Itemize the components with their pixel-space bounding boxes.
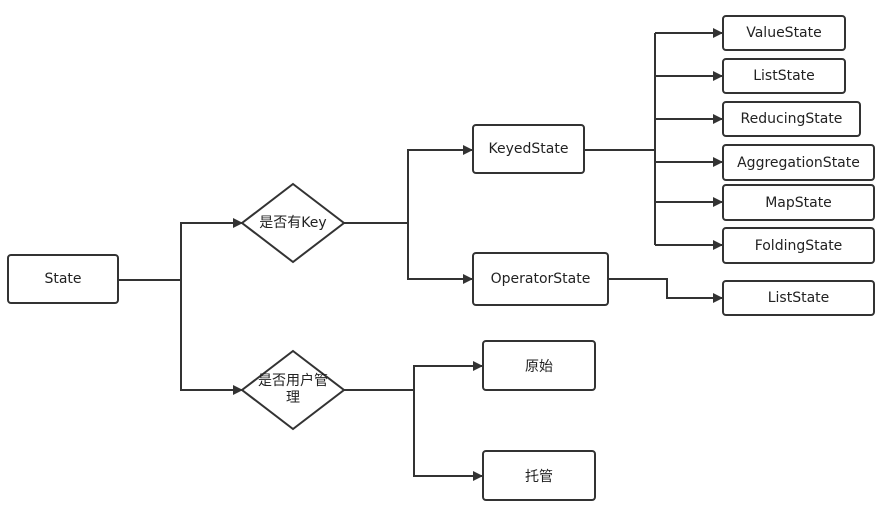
value-state-node: ValueState xyxy=(722,15,846,51)
edge-state-to-has-key xyxy=(118,218,243,281)
user-managed-decision-label: 是否用户管理 xyxy=(258,373,328,406)
has-key-decision-label: 是否有Key xyxy=(259,214,327,231)
operator-list-state-node: ListState xyxy=(722,280,875,316)
operator-state-node: OperatorState xyxy=(472,252,609,306)
managed-node: 托管 xyxy=(482,450,596,501)
edge-has-key-to-keyed-state xyxy=(344,145,473,224)
edge-state-to-user-managed xyxy=(180,280,243,395)
keyed-state-node: KeyedState xyxy=(472,124,585,174)
edge-operator-state-to-list-state xyxy=(608,278,723,303)
list-state-node: ListState xyxy=(722,58,846,94)
aggregation-state-node: AggregationState xyxy=(722,144,875,181)
reducing-state-node: ReducingState xyxy=(722,101,861,137)
has-key-diamond xyxy=(240,182,346,264)
folding-state-node: FoldingState xyxy=(722,227,875,264)
map-state-node: MapState xyxy=(722,184,875,221)
edge-user-managed-to-raw xyxy=(344,361,483,391)
raw-node: 原始 xyxy=(482,340,596,391)
state-node: State xyxy=(7,254,119,304)
edge-has-key-to-operator-state xyxy=(407,223,473,284)
edge-user-managed-to-managed xyxy=(413,390,483,481)
user-managed-diamond xyxy=(240,349,346,431)
